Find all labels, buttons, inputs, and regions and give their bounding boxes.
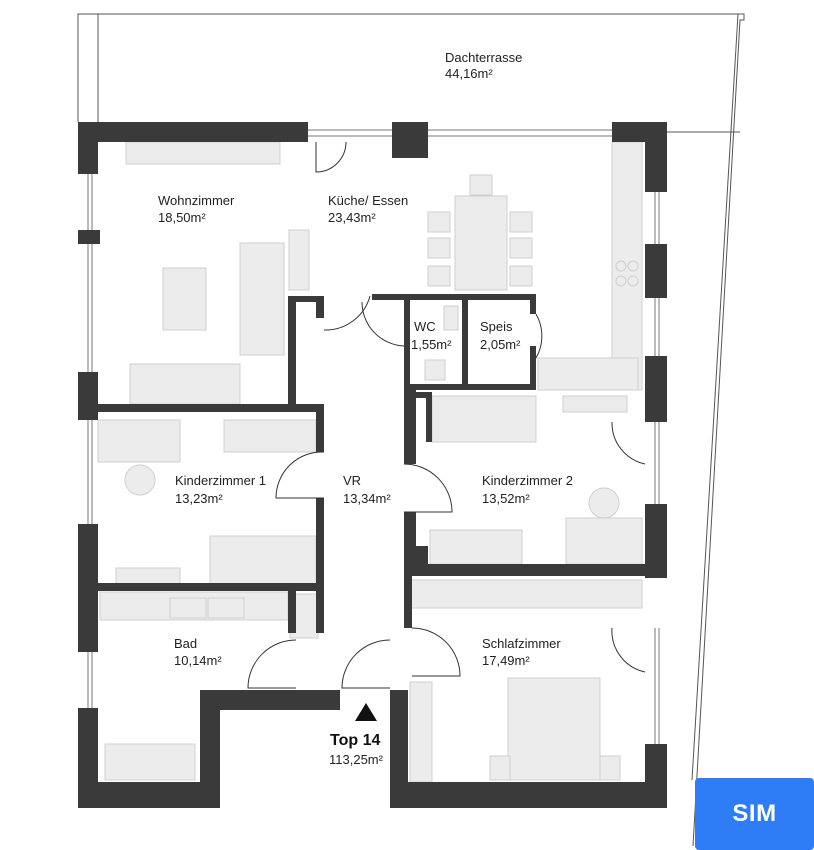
area-kueche: 23,43m² [328, 210, 376, 225]
doors [247, 141, 646, 689]
area-speis: 2,05m² [480, 337, 521, 352]
wardrobe [223, 419, 317, 453]
door-bad [247, 639, 297, 689]
door-kinderzimmer1 [275, 451, 325, 499]
furniture [97, 141, 643, 783]
unit-title: Top 14 [330, 732, 380, 749]
chair [509, 211, 533, 233]
area-vr: 13,34m² [343, 491, 391, 506]
chair [509, 237, 533, 259]
wardrobe [431, 395, 537, 443]
toilet [424, 359, 446, 381]
unit-area: 113,25m² [329, 752, 384, 767]
logo-text: SIM [732, 800, 777, 827]
label-kueche: Küche/ Essen [328, 193, 408, 208]
sofa-right [239, 242, 285, 356]
label-wohnzimmer: Wohnzimmer [158, 193, 235, 208]
door-speis [535, 313, 543, 359]
kitchen-counter-low [537, 357, 639, 391]
area-wc: 1,55m² [411, 337, 452, 352]
label-kinderzimmer1: Kinderzimmer 1 [175, 473, 266, 488]
door-wc [361, 301, 405, 347]
sofa-bottom [129, 363, 241, 405]
shelf [115, 567, 181, 585]
sink [207, 597, 245, 619]
label-speis: Speis [480, 319, 513, 334]
chair [588, 487, 620, 519]
label-bad: Bad [174, 636, 197, 651]
sim-logo: SIM [695, 778, 814, 850]
area-schlafzimmer: 17,49m² [482, 653, 530, 668]
chair [427, 211, 451, 233]
area-bad: 10,14m² [174, 653, 222, 668]
bed [209, 535, 317, 585]
sideboard [409, 681, 433, 783]
shelf [288, 229, 310, 291]
dining-table [454, 195, 508, 291]
desk [565, 517, 643, 565]
label-vr: VR [343, 473, 361, 488]
washbasin [443, 305, 459, 331]
sink [169, 597, 207, 619]
label-wc: WC [414, 319, 436, 334]
door-entrance [341, 639, 391, 689]
label-dachterrasse: Dachterrasse [445, 50, 522, 65]
door-schlafzimmer [411, 627, 461, 677]
shelf [562, 395, 628, 413]
terrace-door [315, 141, 347, 173]
nightstand [599, 755, 621, 781]
chair [469, 174, 493, 196]
door-schlaf-window [611, 627, 646, 673]
terrace-outline [77, 13, 745, 847]
hob [615, 260, 627, 272]
chair [124, 464, 156, 496]
area-wohnzimmer: 18,50m² [158, 210, 206, 225]
windows [87, 129, 660, 744]
bathtub [104, 743, 196, 781]
chair [509, 265, 533, 287]
double-bed [507, 677, 601, 781]
area-kinderzimmer1: 13,23m² [175, 491, 223, 506]
entrance-arrow-icon [355, 703, 377, 721]
area-kinderzimmer2: 13,52m² [482, 491, 530, 506]
label-kinderzimmer2: Kinderzimmer 2 [482, 473, 573, 488]
chair [427, 237, 451, 259]
label-schlafzimmer: Schlafzimmer [482, 636, 561, 651]
area-dachterrasse: 44,16m² [445, 66, 493, 81]
coffee-table [162, 267, 207, 331]
door-balcony [611, 421, 646, 465]
desk [97, 419, 181, 463]
sideboard [125, 141, 281, 165]
door-wohnzimmer [323, 295, 371, 331]
room-labels: Dachterrasse 44,16m² Wohnzimmer 18,50m² … [158, 50, 573, 767]
walls [78, 122, 667, 808]
wardrobe [409, 579, 643, 609]
door-kinderzimmer2 [403, 463, 453, 513]
bed [429, 529, 523, 565]
nightstand [489, 755, 511, 781]
chair [427, 265, 451, 287]
